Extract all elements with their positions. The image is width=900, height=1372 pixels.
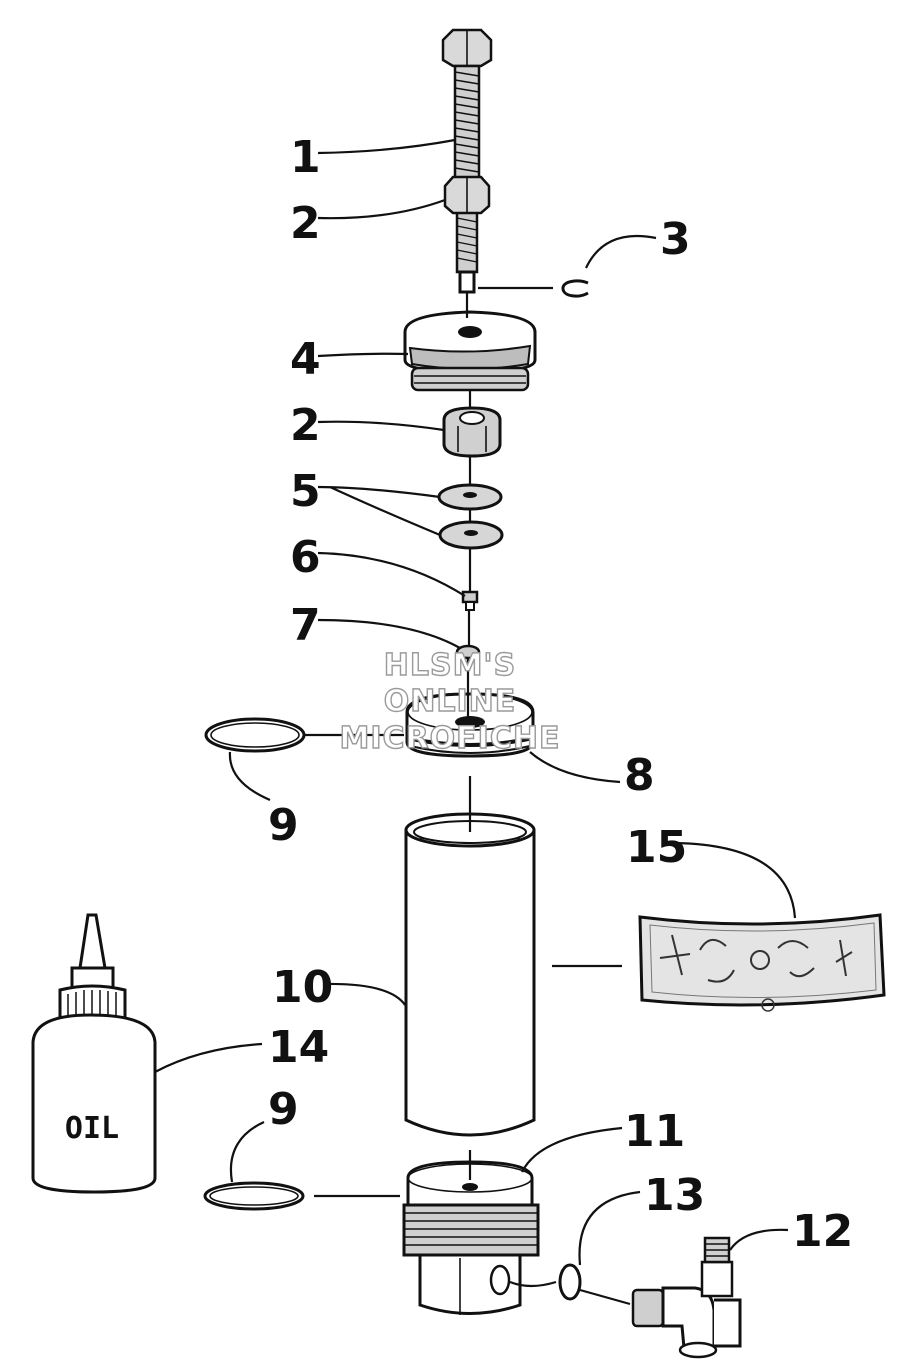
watermark-line-1: HLSM'S <box>384 648 516 683</box>
part-2-nut-lower <box>442 406 502 458</box>
callout-5: 5 <box>290 466 321 517</box>
watermark: HLSM'S ONLINE MICROFICHE <box>339 647 561 756</box>
part-3-clip <box>561 279 589 298</box>
callout-2-upper: 2 <box>290 198 321 249</box>
part-15-decal <box>638 913 886 1012</box>
part-12-elbow-fitting <box>631 1236 742 1359</box>
part-4-cap <box>403 310 537 392</box>
part-2-nut-upper <box>443 175 491 215</box>
callout-15: 15 <box>626 822 687 873</box>
alignment-lines <box>304 286 631 1306</box>
callout-12: 12 <box>792 1206 853 1257</box>
callout-3: 3 <box>660 214 691 265</box>
leader-lines <box>154 138 797 1266</box>
callout-7: 7 <box>290 600 321 651</box>
callout-9-upper: 9 <box>268 800 299 851</box>
part-9-oring-upper <box>204 717 306 753</box>
part-11-end-fitting <box>402 1160 540 1315</box>
callout-numbers: 1 2 3 4 2 5 6 7 8 9 15 10 14 9 11 13 12 <box>268 132 853 1257</box>
callout-6: 6 <box>290 532 321 583</box>
callout-14: 14 <box>268 1022 329 1073</box>
part-8-seal-head <box>405 692 535 758</box>
oil-bottle-label: OIL <box>65 1111 119 1146</box>
watermark-line-3: MICROFICHE <box>340 721 561 756</box>
callout-9-lower: 9 <box>268 1084 299 1135</box>
part-13-small-oring <box>558 1263 582 1301</box>
part-10-body-tube <box>404 812 536 1137</box>
part-1-bolt <box>441 28 493 294</box>
callout-2-lower: 2 <box>290 400 321 451</box>
part-14-oil-bottle: OIL <box>31 913 157 1194</box>
callout-13: 13 <box>644 1170 705 1221</box>
callout-10: 10 <box>272 962 333 1013</box>
watermark-line-2: ONLINE <box>384 684 517 719</box>
callout-8: 8 <box>624 750 655 801</box>
callout-4: 4 <box>290 334 321 385</box>
callout-1: 1 <box>290 132 321 183</box>
part-6-fitting <box>461 590 479 611</box>
callout-11: 11 <box>624 1106 685 1157</box>
part-9-oring-lower <box>203 1181 305 1211</box>
